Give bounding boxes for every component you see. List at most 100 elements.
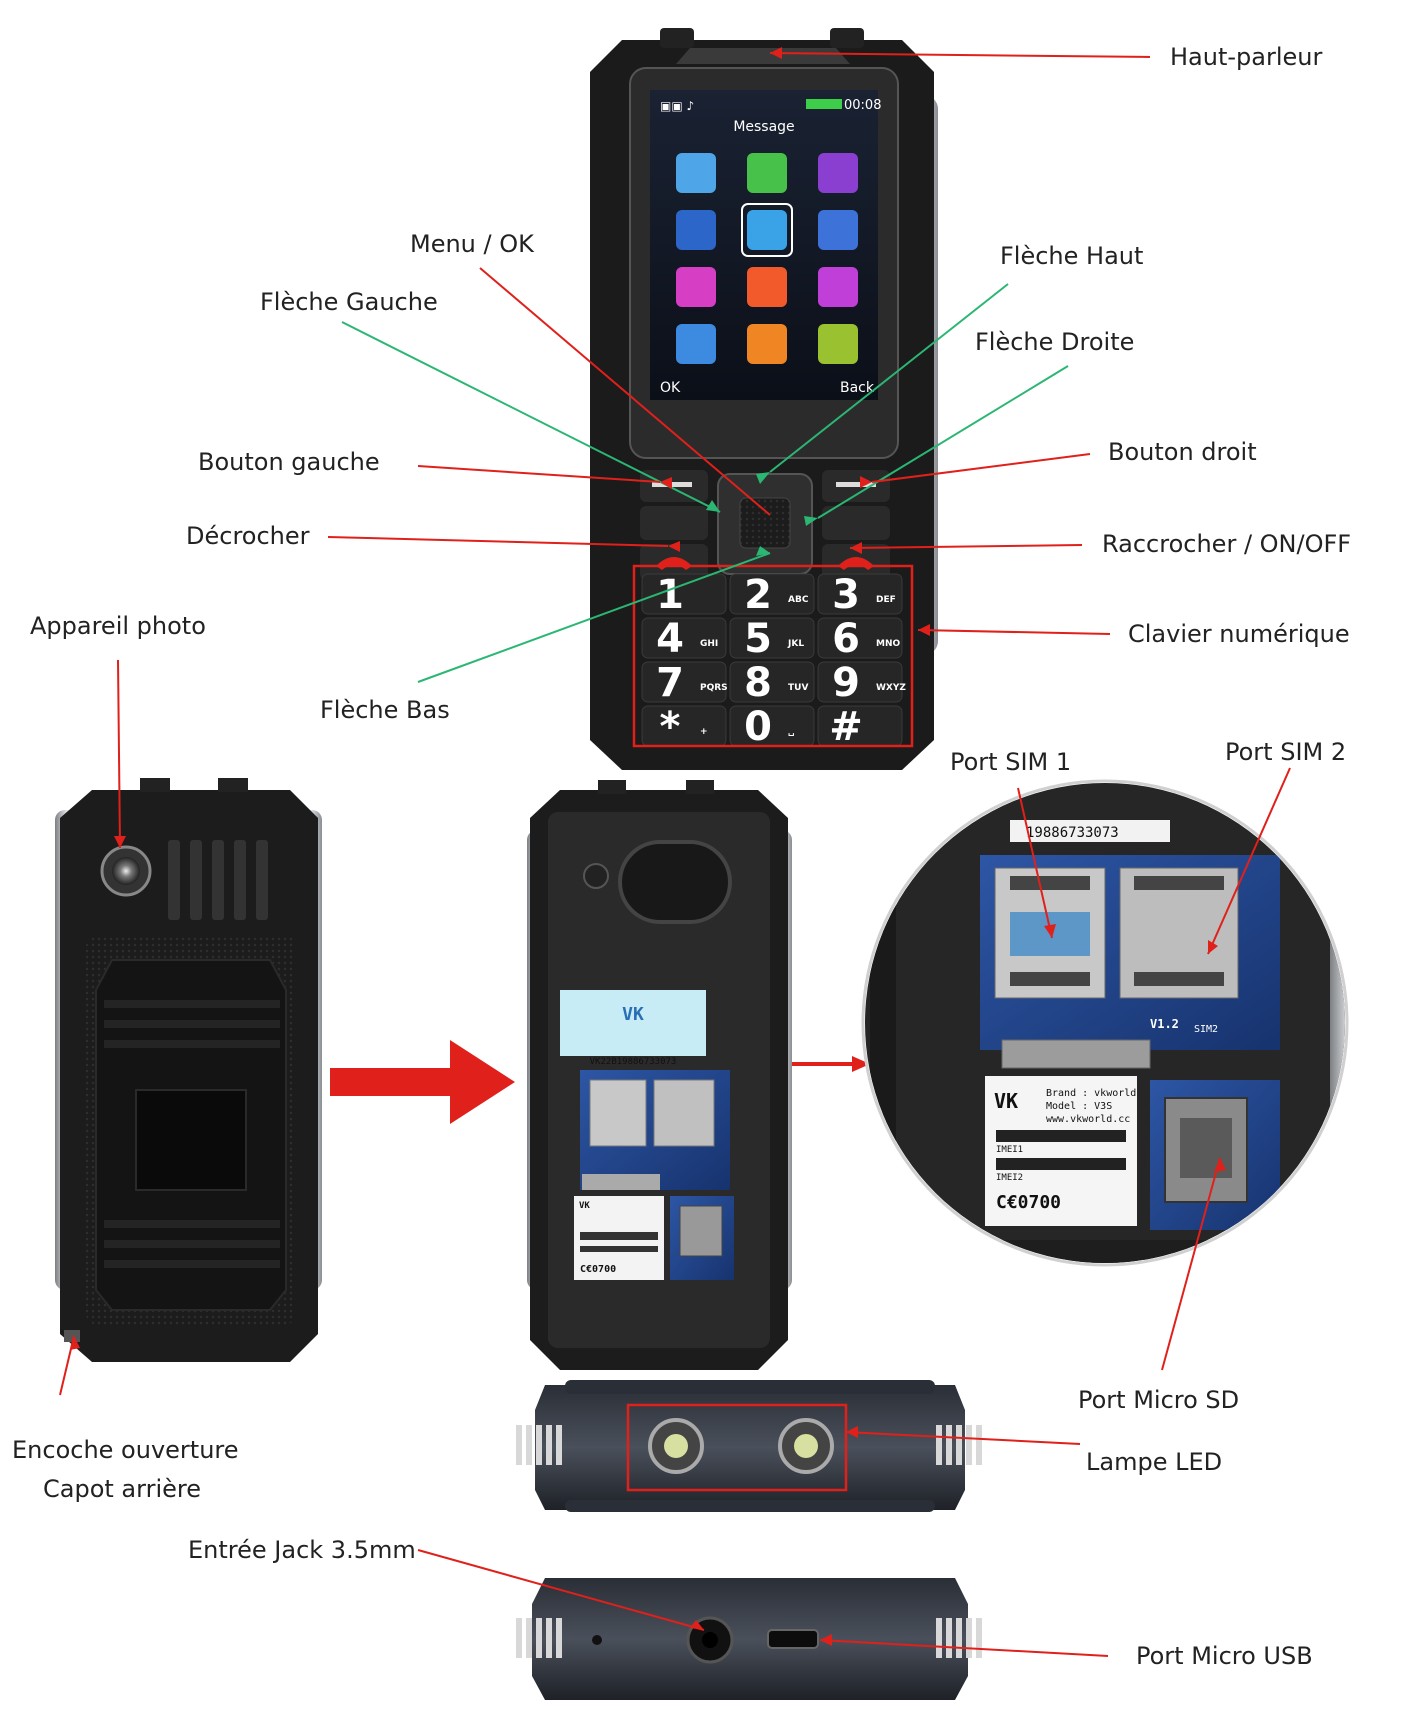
label-camera: Appareil photo [30,612,206,640]
key-main-label: 5 [744,616,772,662]
label-micro-usb: Port Micro USB [1136,1642,1313,1670]
callout-arrowheads [70,47,1226,1646]
app-gallery-icon[interactable] [676,267,716,307]
label-arrow-right: Flèche Droite [975,328,1135,356]
key-sub-label: GHI [700,639,718,649]
label-back-notch-line2: Capot arrière [43,1474,201,1503]
key-3[interactable] [817,573,903,615]
key-sub-label: ABC [788,595,809,605]
zoom-imei2: IMEI2 [996,1173,1023,1183]
nav-cluster [640,470,890,580]
key-main-label: # [829,704,863,750]
app-tools-icon[interactable] [818,153,858,193]
phone-screen: ▣▣ ♪ 00:08 Message OK Back [660,98,881,396]
key-sub-label: PQRS [700,683,728,693]
zoom-serial: 19886733073 [1026,825,1119,841]
key-7[interactable] [641,661,727,703]
softkey-right-label: Back [840,380,875,396]
app-internet-icon[interactable] [676,324,716,364]
key-star[interactable] [641,705,727,747]
key-4[interactable] [641,617,727,659]
key-sub-label: + [700,727,708,737]
big-arrow-icon [330,1040,515,1124]
key-2[interactable] [729,573,815,615]
key-8[interactable] [729,661,815,703]
label-micro-sd: Port Micro SD [1078,1386,1240,1414]
app-message-icon[interactable] [741,203,793,257]
led-highlight [626,1403,848,1492]
zoom-circle: 19886733073 V1.2 SIM2 VK Brand : vkworld… [861,779,1349,1267]
label-speaker: Haut-parleur [1170,43,1323,71]
key-5[interactable] [729,617,815,659]
label-menu-ok: Menu / OK [410,230,534,258]
callout-lines [59,52,1291,1657]
key-main-label: 3 [832,572,860,618]
screen-title: Message [733,119,794,135]
svg-text:VK: VK [579,1201,590,1211]
key-sub-label: MNO [876,639,900,649]
zoom-logo: VK [994,1089,1018,1113]
key-sub-label: DEF [876,595,896,605]
key-main-label: 8 [744,660,772,706]
key-main-label: 6 [832,616,860,662]
ok-button[interactable] [739,497,791,549]
speaker-grille [676,48,850,64]
zoom-imei1: IMEI1 [996,1145,1023,1155]
app-games-icon[interactable] [747,324,787,364]
zoom-brand: Brand : vkworld [1046,1088,1136,1099]
label-pickup: Décrocher [186,522,310,550]
board-sim2: SIM2 [1194,1024,1218,1035]
key-main-label: 9 [832,660,860,706]
label-jack: Entrée Jack 3.5mm [188,1536,416,1564]
key-0[interactable] [729,705,815,747]
label-arrow-down: Flèche Bas [320,696,450,724]
key-sub-label: WXYZ [876,683,906,693]
key-sub-label: TUV [788,683,808,693]
softkey-left-label: OK [660,380,681,396]
key-main-label: 1 [656,572,684,618]
key-1[interactable] [641,573,727,615]
battery-serial: VK22B19886733073 [590,1057,677,1067]
micro-usb-port [767,1629,819,1649]
label-hangup: Raccrocher / ON/OFF [1102,530,1352,558]
label-arrow-up: Flèche Haut [1000,242,1144,270]
open-back-phone: VK VK22B19886733073 VK C€0700 [527,780,792,1370]
key-main-label: * [660,704,681,750]
zoom-ce: C€0700 [996,1192,1061,1213]
key-sub-label: JKL [787,639,804,649]
label-sim1: Port SIM 1 [950,748,1072,776]
label-back-notch: Encoche ouverture Capot arrière [12,1436,239,1504]
label-led: Lampe LED [1086,1448,1223,1476]
back-cover-notch [64,1330,80,1342]
label-back-notch-line1: Encoche ouverture [12,1436,239,1464]
keypad-highlight [632,564,914,748]
svg-text:C€0700: C€0700 [580,1264,616,1275]
app-camera-icon[interactable] [676,210,716,250]
zoom-model: Model : V3S [1046,1101,1112,1112]
callout-arrowheads-green [706,472,818,556]
board-v12: V1.2 [1150,1017,1179,1031]
app-fm-icon[interactable] [818,324,858,364]
zoom-website: www.vkworld.cc [1046,1114,1130,1125]
screen-time: 00:08 [844,98,881,113]
label-keypad: Clavier numérique [1128,620,1350,648]
key-9[interactable] [817,661,903,703]
key-main-label: 4 [656,616,684,662]
app-contacts-icon[interactable] [676,153,716,193]
key-6[interactable] [817,617,903,659]
key-main-label: 0 [744,704,772,750]
bottom-edge-view [516,1578,982,1700]
app-music-icon[interactable] [818,267,858,307]
label-sim2: Port SIM 2 [1225,738,1347,766]
label-button-right: Bouton droit [1108,438,1257,466]
app-calls-icon[interactable] [747,153,787,193]
app-business-icon[interactable] [747,267,787,307]
back-phone [55,778,322,1362]
label-button-left: Bouton gauche [198,448,380,476]
key-main-label: 2 [744,572,772,618]
key-main-label: 7 [656,660,684,706]
app-settings-icon[interactable] [818,210,858,250]
top-edge-view [516,1380,982,1512]
